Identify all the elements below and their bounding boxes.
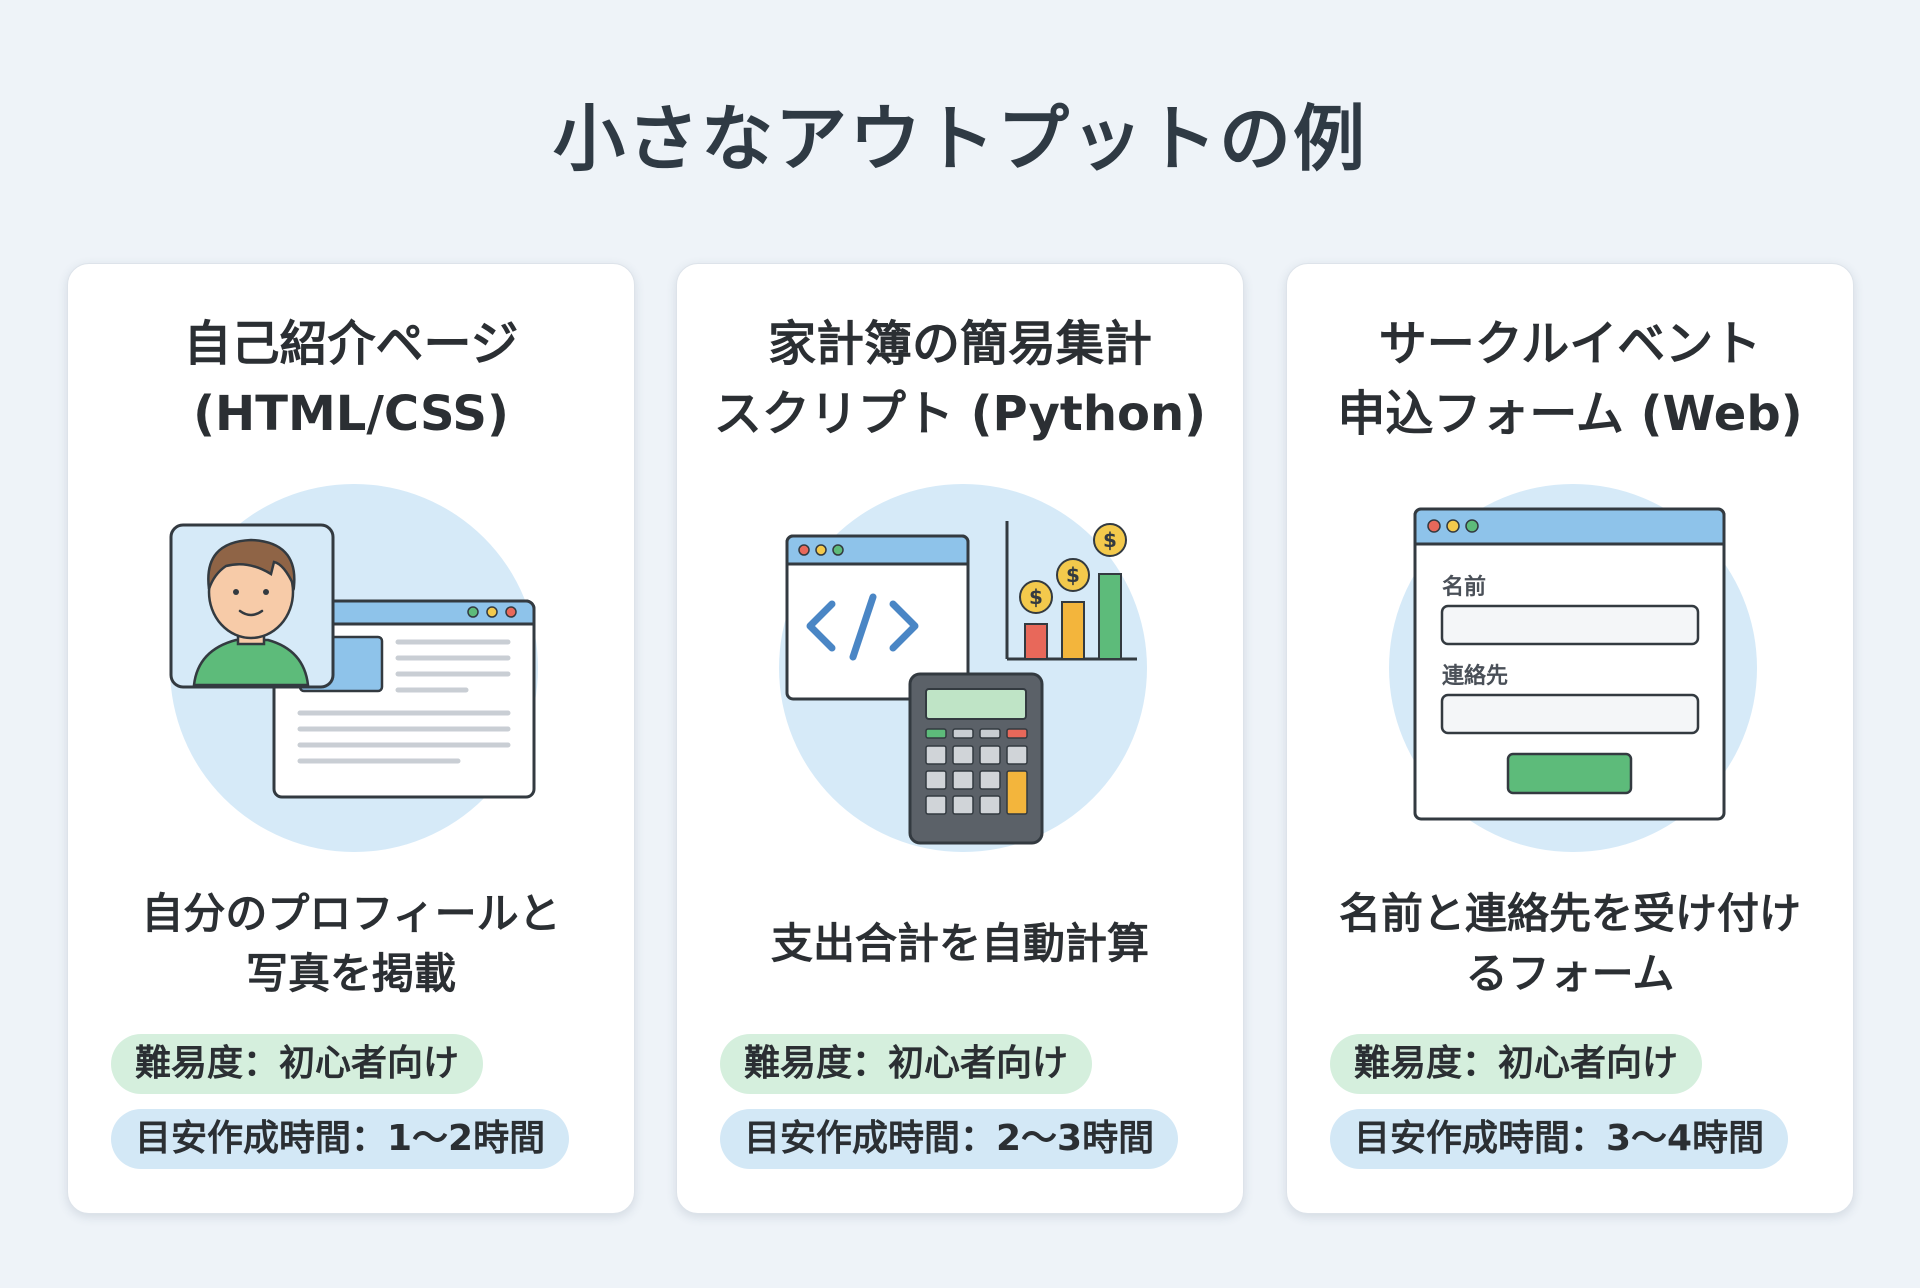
time-estimate-badge: 目安作成時間：1〜2時間 xyxy=(111,1109,570,1169)
description-line: 自分のプロフィールと xyxy=(141,889,561,938)
card-description: 支出合計を自動計算 xyxy=(677,914,1243,974)
card-event-form: サークルイベント 申込フォーム (Web) 名前 連絡先 名前と連絡先を受け付け… xyxy=(1286,263,1854,1214)
page-title: 小さなアウトプットの例 xyxy=(552,97,1367,181)
card-description: 名前と連絡先を受け付け るフォーム xyxy=(1287,884,1853,1004)
card-title-line: 申込フォーム (Web) xyxy=(1337,386,1803,442)
description-line: 写真を掲載 xyxy=(245,949,456,998)
svg-text:$: $ xyxy=(1103,528,1117,552)
difficulty-badge: 難易度：初心者向け xyxy=(720,1034,1093,1094)
difficulty-badge: 難易度：初心者向け xyxy=(111,1034,484,1094)
submit-button-illustration xyxy=(1506,752,1633,795)
card-title-line: (HTML/CSS) xyxy=(193,386,509,442)
description-line: 支出合計を自動計算 xyxy=(770,919,1149,968)
card-title: 自己紹介ページ (HTML/CSS) xyxy=(68,309,634,449)
contact-input-illustration xyxy=(1440,693,1700,735)
form-label-name: 名前 xyxy=(1442,574,1486,600)
card-title-line: 自己紹介ページ xyxy=(183,316,519,372)
card-budget-script: 家計簿の簡易集計 スクリプト (Python) $ $ $ xyxy=(676,263,1244,1214)
card-self-intro-page: 自己紹介ページ (HTML/CSS) 自分のプロフィールと 写真を掲載 難易度：… xyxy=(67,263,635,1214)
code-chart-calculator-icon: $ $ $ xyxy=(779,484,1147,852)
profile-webpage-icon xyxy=(169,484,538,852)
card-title-line: 家計簿の簡易集計 xyxy=(767,316,1152,372)
time-estimate-badge: 目安作成時間：3〜4時間 xyxy=(1330,1109,1789,1169)
card-title-line: スクリプト (Python) xyxy=(713,386,1207,442)
description-line: るフォーム xyxy=(1465,949,1675,998)
card-description: 自分のプロフィールと 写真を掲載 xyxy=(68,884,634,1004)
card-title-line: サークルイベント xyxy=(1378,316,1762,372)
card-title: サークルイベント 申込フォーム (Web) xyxy=(1287,309,1853,449)
name-input-illustration xyxy=(1440,604,1700,646)
difficulty-badge: 難易度：初心者向け xyxy=(1330,1034,1703,1094)
form-label-contact: 連絡先 xyxy=(1442,663,1508,689)
time-estimate-badge: 目安作成時間：2〜3時間 xyxy=(720,1109,1179,1169)
card-title: 家計簿の簡易集計 スクリプト (Python) xyxy=(677,309,1243,449)
web-form-icon: 名前 連絡先 xyxy=(1389,484,1757,852)
description-line: 名前と連絡先を受け付け xyxy=(1338,889,1801,938)
svg-text:$: $ xyxy=(1066,563,1080,587)
svg-text:$: $ xyxy=(1029,585,1043,609)
